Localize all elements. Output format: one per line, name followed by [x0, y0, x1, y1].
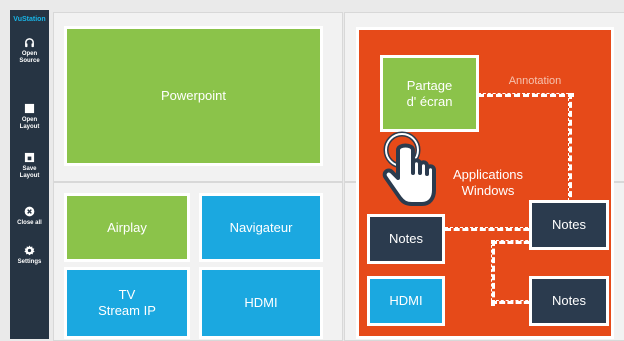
tile-airplay-label: Airplay: [107, 219, 147, 235]
square-icon: [24, 103, 35, 114]
apps-label-1: Applications: [452, 167, 524, 182]
hand-pointer-icon: [382, 131, 436, 206]
partage-label-2: d' écran: [406, 93, 453, 109]
tile-navigateur[interactable]: Navigateur: [199, 193, 323, 262]
connector-notes-v: [491, 240, 495, 306]
sidebar: VuStation Open Source Open Layout Save L…: [10, 10, 49, 339]
tile-hdmi-active[interactable]: HDMI: [367, 276, 445, 326]
annotation-label: Annotation: [508, 75, 562, 87]
save-layout-label-1: Save: [22, 166, 37, 172]
tile-powerpoint[interactable]: Powerpoint: [64, 26, 323, 166]
save-layout-button[interactable]: Save Layout: [10, 152, 49, 180]
connector-notes-h: [445, 227, 538, 231]
open-layout-label-1: Open: [21, 117, 38, 123]
open-layout-label-2: Layout: [19, 124, 40, 130]
gear-icon: [24, 245, 35, 256]
open-layout-button[interactable]: Open Layout: [10, 103, 49, 131]
tile-notes-right-bottom[interactable]: Notes: [529, 276, 609, 326]
save-layout-label-2: Layout: [19, 173, 40, 179]
open-source-button[interactable]: Open Source: [10, 37, 49, 65]
settings-label: Settings: [17, 259, 42, 265]
notes-right-top-label: Notes: [552, 217, 586, 232]
connector-annotation-v: [568, 93, 572, 206]
open-source-label-1: Open: [21, 51, 38, 57]
tile-hdmi[interactable]: HDMI: [199, 267, 323, 339]
tile-tv-label-2: Stream IP: [98, 303, 156, 318]
notes-left-label: Notes: [389, 231, 423, 246]
tile-powerpoint-label: Powerpoint: [160, 88, 227, 103]
tile-navigateur-label: Navigateur: [229, 219, 293, 235]
close-circle-icon: [24, 206, 35, 217]
notes-right-bottom-label: Notes: [552, 293, 586, 308]
open-source-label-2: Source: [19, 58, 40, 64]
tile-tv-label-1: TV: [118, 287, 136, 302]
hdmi-active-label: HDMI: [389, 293, 423, 308]
close-all-label: Close all: [17, 220, 42, 226]
partage-label-1: Partage: [406, 77, 453, 93]
headphones-icon: [25, 38, 34, 48]
close-all-button[interactable]: Close all: [10, 206, 49, 227]
tile-notes-left[interactable]: Notes: [367, 214, 445, 264]
tile-hdmi-label: HDMI: [244, 295, 278, 310]
save-icon: [24, 152, 35, 163]
tile-notes-right-top[interactable]: Notes: [529, 200, 609, 250]
tile-airplay[interactable]: Airplay: [64, 193, 190, 262]
connector-annotation-h: [478, 93, 574, 97]
settings-button[interactable]: Settings: [10, 245, 49, 266]
apps-label-2: Windows: [461, 183, 515, 198]
brand-logo: VuStation: [13, 16, 46, 23]
